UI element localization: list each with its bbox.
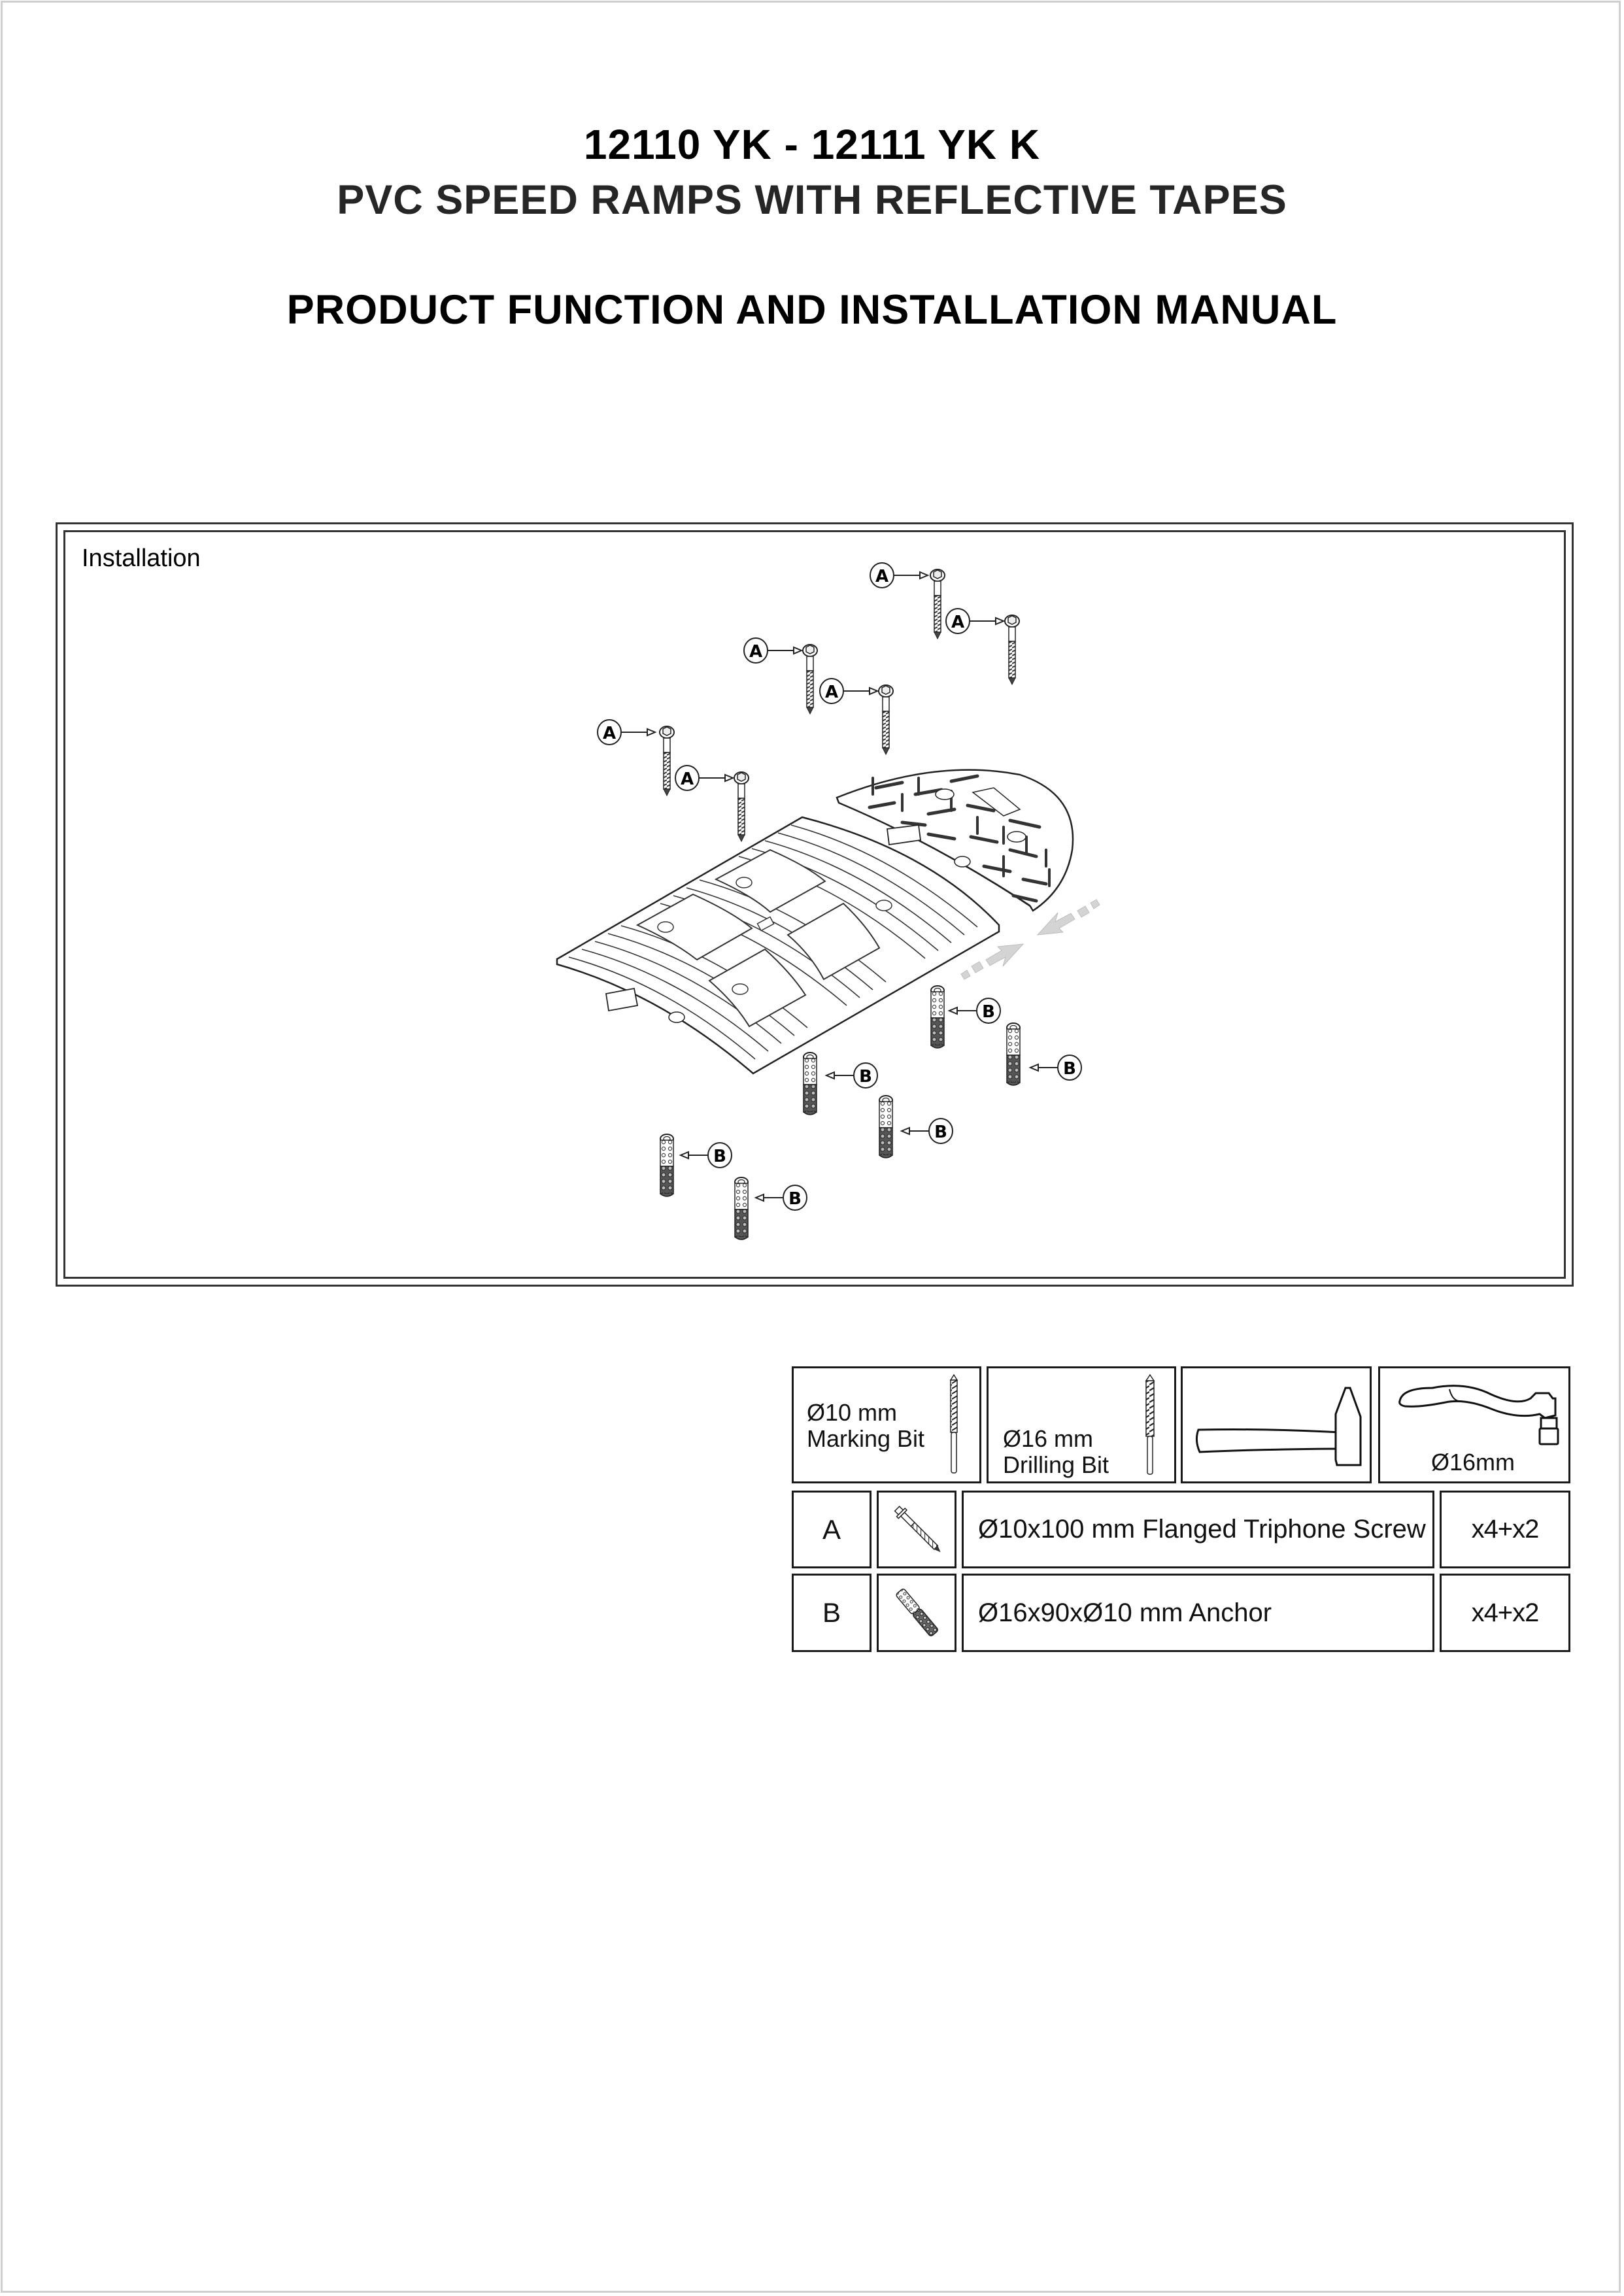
part-b-letter: B xyxy=(822,1597,841,1628)
marking-bit-label: Marking Bit xyxy=(807,1425,925,1452)
part-a-quantity: x4+x2 xyxy=(1471,1515,1540,1544)
flanged-screw-icon xyxy=(894,1506,941,1553)
wall-anchor-icon xyxy=(896,1589,938,1636)
part-b-quantity-cell: x4+x2 xyxy=(1440,1574,1570,1652)
hammer-icon xyxy=(1195,1387,1362,1466)
installation-frame-outer xyxy=(56,522,1574,1287)
part-a-description-cell: Ø10x100 mm Flanged Triphone Screw xyxy=(962,1491,1434,1568)
part-a-icon-cell xyxy=(877,1491,956,1568)
manual-title: PRODUCT FUNCTION AND INSTALLATION MANUAL xyxy=(286,287,1338,333)
drilling-bit-size: Ø16 mm xyxy=(1003,1425,1094,1452)
part-b-description: Ø16x90xØ10 mm Anchor xyxy=(978,1598,1272,1627)
part-a-letter: A xyxy=(822,1513,841,1545)
ratchet-wrench-icon xyxy=(1398,1385,1559,1445)
tool-cell-hammer xyxy=(1181,1366,1372,1483)
model-number-title: 12110 YK - 12111 YK K xyxy=(583,121,1041,168)
part-b-icon-cell xyxy=(877,1574,956,1652)
tool-cell-marking-bit: Ø10 mm Marking Bit xyxy=(792,1366,981,1483)
tool-cell-drilling-bit: Ø16 mm Drilling Bit xyxy=(987,1366,1176,1483)
drilling-bit-label: Drilling Bit xyxy=(1003,1451,1109,1478)
drilling-bit-icon xyxy=(1145,1374,1155,1475)
product-name-title: PVC SPEED RAMPS WITH REFLECTIVE TAPES xyxy=(337,177,1287,223)
installation-label: Installation xyxy=(82,545,201,572)
part-b-description-cell: Ø16x90xØ10 mm Anchor xyxy=(962,1574,1434,1652)
part-a-letter-cell: A xyxy=(792,1491,871,1568)
part-b-quantity: x4+x2 xyxy=(1471,1598,1540,1627)
marking-bit-icon xyxy=(949,1374,958,1474)
installation-frame-inner xyxy=(63,530,1566,1279)
tool-cell-ratchet-wrench: Ø16mm xyxy=(1378,1366,1570,1483)
marking-bit-size: Ø10 mm xyxy=(807,1399,898,1426)
part-a-description: Ø10x100 mm Flanged Triphone Screw xyxy=(978,1515,1426,1544)
ratchet-socket-size: Ø16mm xyxy=(1431,1449,1515,1476)
part-a-quantity-cell: x4+x2 xyxy=(1440,1491,1570,1568)
part-b-letter-cell: B xyxy=(792,1574,871,1652)
